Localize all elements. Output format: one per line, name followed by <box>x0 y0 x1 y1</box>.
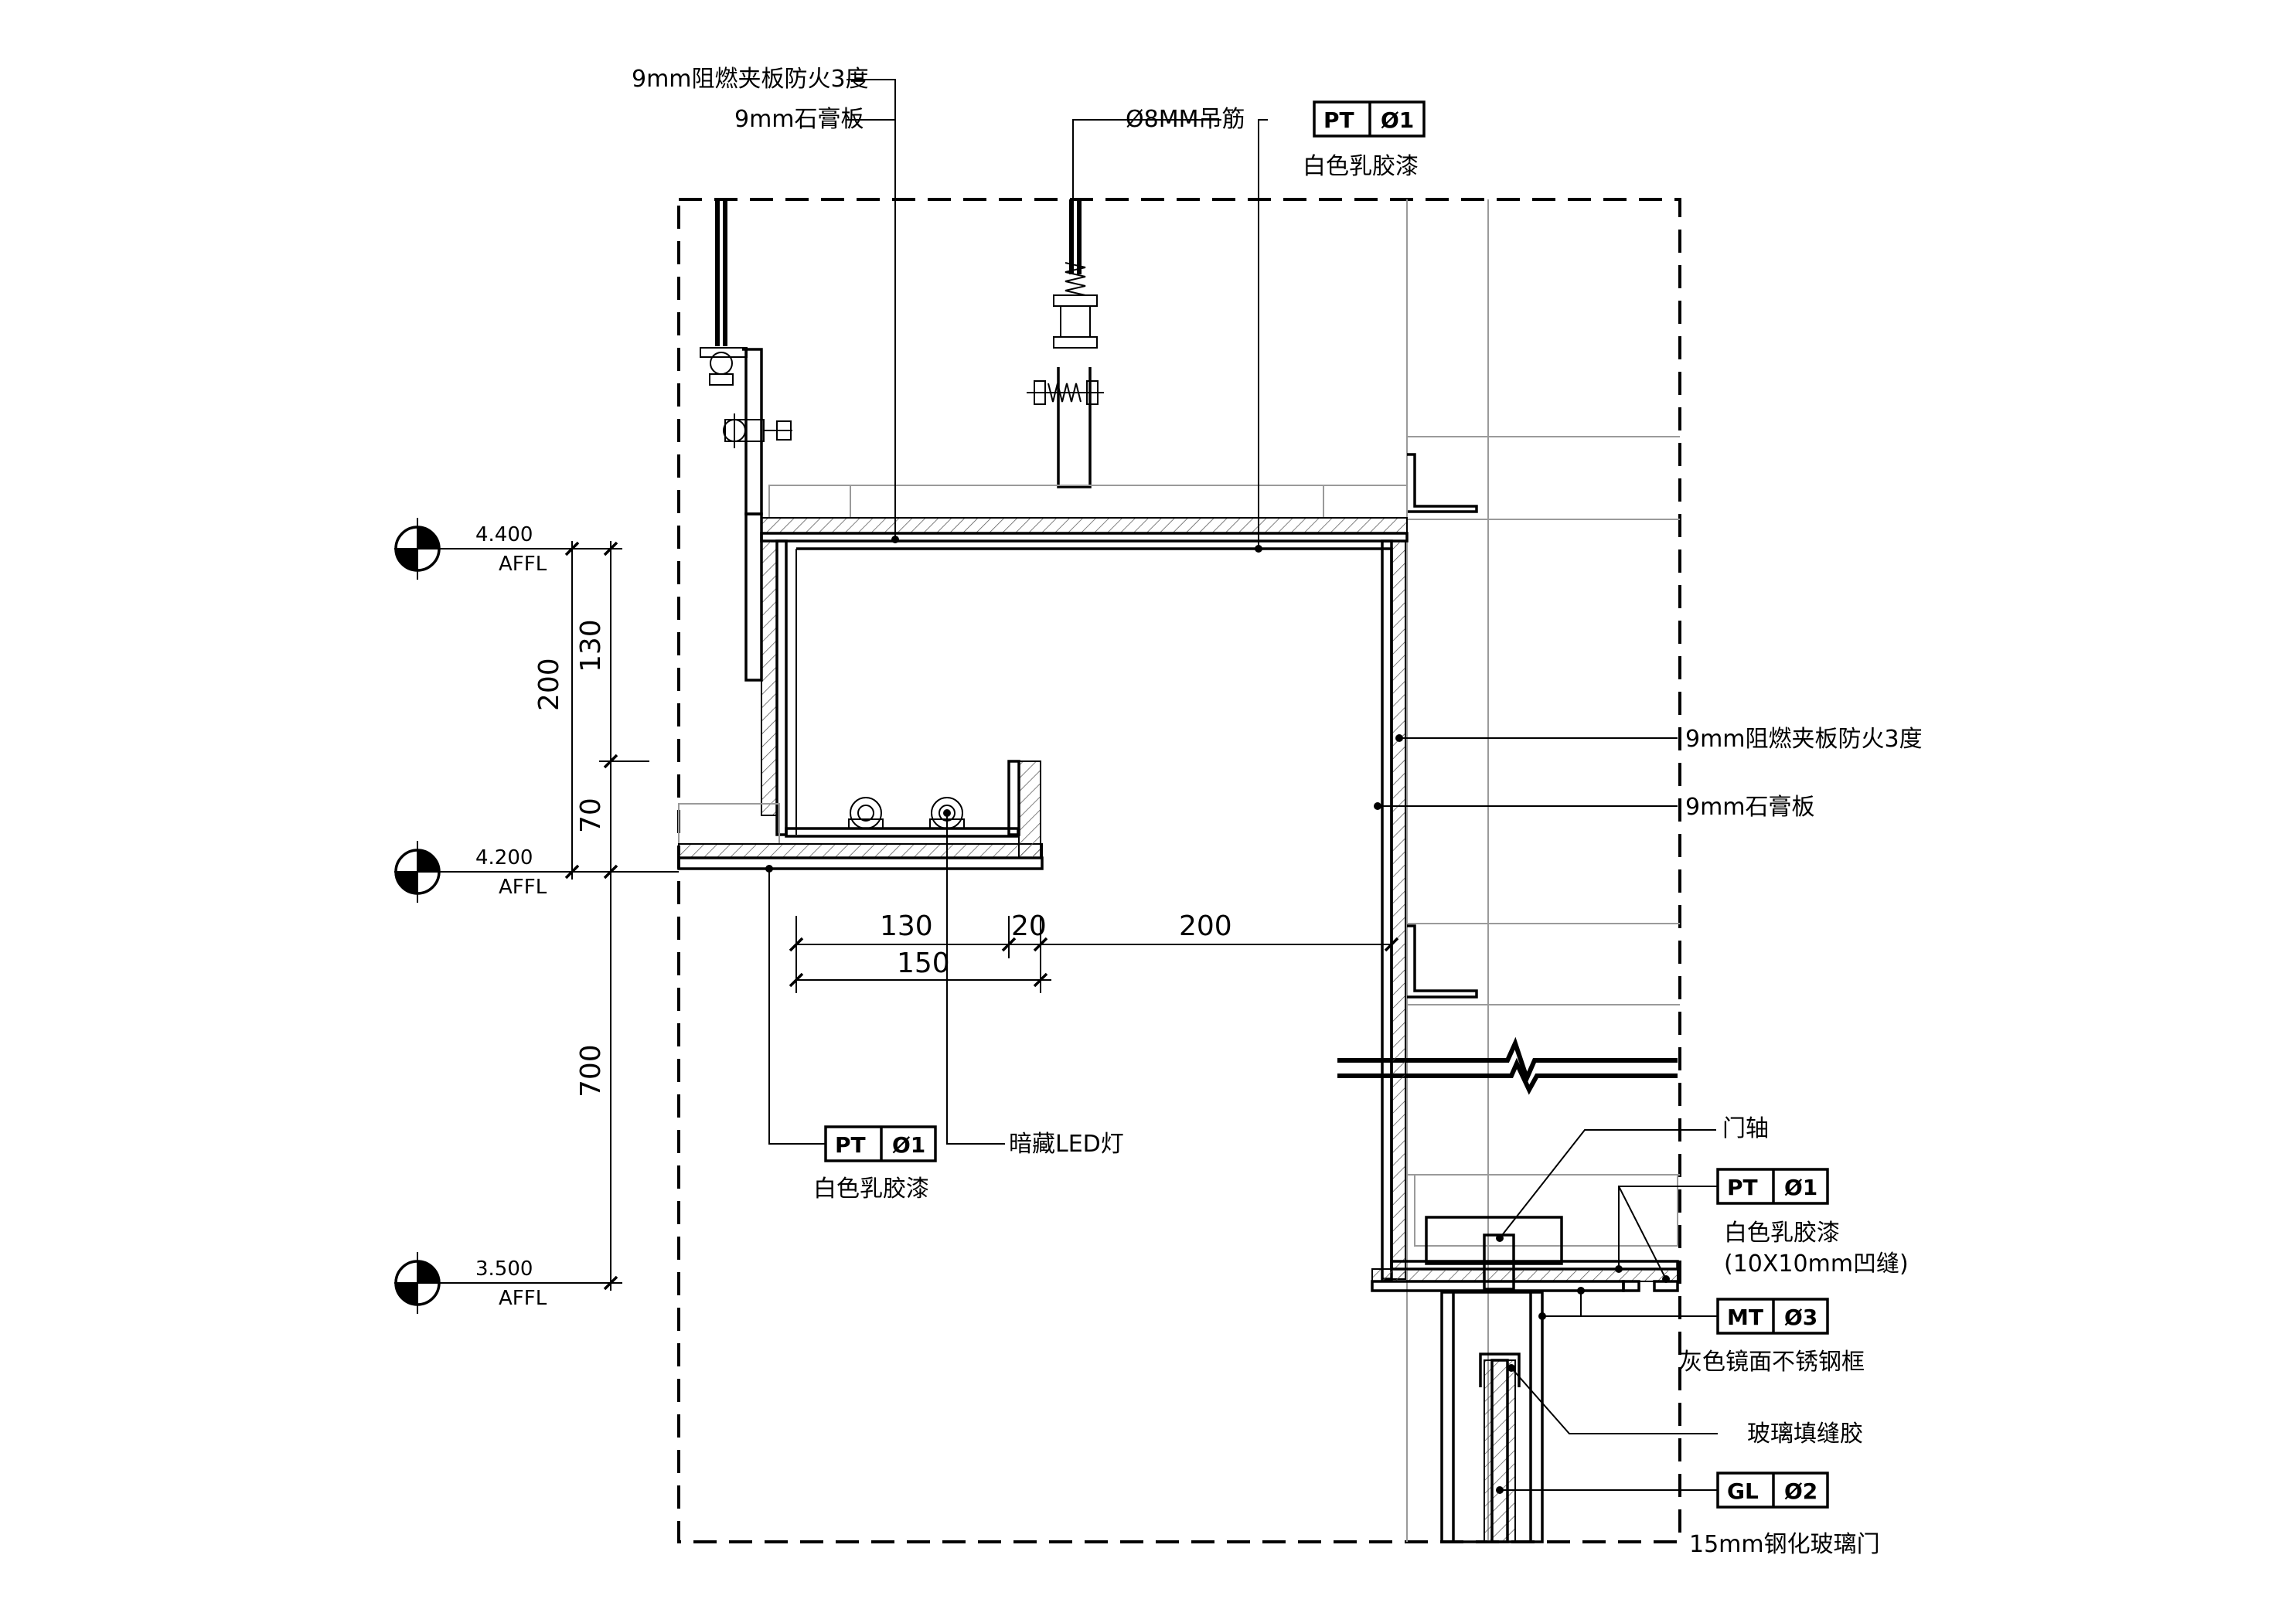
level-2-unit: AFFL <box>499 876 547 899</box>
level-2-value: 4.200 <box>475 846 533 869</box>
label-right-gypsum: 9mm石膏板 <box>1685 794 1815 821</box>
svg-text:GL: GL <box>1727 1478 1759 1504</box>
ceiling-construction <box>677 485 1679 1543</box>
hanger-rod-assembly <box>1027 199 1104 488</box>
label-right-panel-fire: 9mm阻燃夹板防火3度 <box>1685 726 1923 753</box>
tag-pt-bottom: PT Ø1 <box>824 1125 937 1162</box>
label-top-gypsum: 9mm石膏板 <box>734 106 864 133</box>
leader-lines <box>765 79 1718 1494</box>
svg-text:Ø1: Ø1 <box>1784 1175 1817 1200</box>
wall-grid-lines <box>1406 199 1680 1542</box>
svg-text:MT: MT <box>1727 1305 1763 1330</box>
tag-mt: MT Ø3 <box>1716 1298 1829 1335</box>
detail-boundary <box>677 198 1681 1543</box>
level-3-unit: AFFL <box>499 1287 547 1310</box>
svg-text:PT: PT <box>1323 107 1354 133</box>
tag-pt-top: PT Ø1 <box>1313 100 1426 138</box>
label-led: 暗藏LED灯 <box>1009 1131 1124 1158</box>
label-right-paint: 白色乳胶漆 <box>1724 1220 1840 1247</box>
dim-v-70: 70 <box>575 798 607 833</box>
label-steel-frame: 灰色镜面不锈钢框 <box>1679 1349 1865 1376</box>
level-marker-3: 3.500 AFFL <box>394 1252 618 1314</box>
svg-text:Ø2: Ø2 <box>1784 1478 1817 1504</box>
level-1-value: 4.400 <box>475 523 533 546</box>
label-glass-sealant: 玻璃填缝胶 <box>1747 1421 1863 1448</box>
svg-text:PT: PT <box>1727 1175 1758 1200</box>
label-top-panel-fire: 9mm阻燃夹板防火3度 <box>632 66 869 93</box>
dim-h-150: 150 <box>897 948 950 979</box>
wall-returns <box>1407 453 1478 999</box>
tag-gl: GL Ø2 <box>1716 1472 1829 1509</box>
horizontal-dimensions: 130 20 200 150 <box>789 910 1399 993</box>
svg-text:Ø1: Ø1 <box>1381 107 1414 133</box>
svg-text:Ø3: Ø3 <box>1784 1305 1817 1330</box>
dim-v-200: 200 <box>533 658 565 711</box>
label-glass-door: 15mm钢化玻璃门 <box>1689 1531 1880 1558</box>
label-rod: Ø8MM吊筋 <box>1126 106 1245 133</box>
dim-h-20: 20 <box>1011 910 1047 942</box>
svg-text:PT: PT <box>835 1132 866 1158</box>
left-hanger-assembly <box>700 199 792 515</box>
label-door-pivot: 门轴 <box>1722 1115 1769 1142</box>
dim-v-700: 700 <box>575 1044 607 1097</box>
break-line <box>1337 1036 1678 1095</box>
tag-pt-right: PT Ø1 <box>1716 1168 1829 1205</box>
level-3-value: 3.500 <box>475 1257 533 1281</box>
label-bottom-paint: 白色乳胶漆 <box>813 1176 929 1203</box>
vertical-dimensions: 200 130 70 700 <box>533 541 649 1291</box>
led-fixture-1 <box>848 797 884 829</box>
dim-h-200: 200 <box>1179 910 1232 942</box>
dim-v-130: 130 <box>575 619 607 672</box>
level-marker-2: 4.200 AFFL <box>394 841 679 903</box>
label-top-paint: 白色乳胶漆 <box>1303 153 1419 180</box>
svg-text:Ø1: Ø1 <box>892 1132 925 1158</box>
level-1-unit: AFFL <box>499 553 547 576</box>
dim-h-130: 130 <box>880 910 933 942</box>
label-right-paint-note: (10X10mm凹缝) <box>1724 1250 1909 1278</box>
